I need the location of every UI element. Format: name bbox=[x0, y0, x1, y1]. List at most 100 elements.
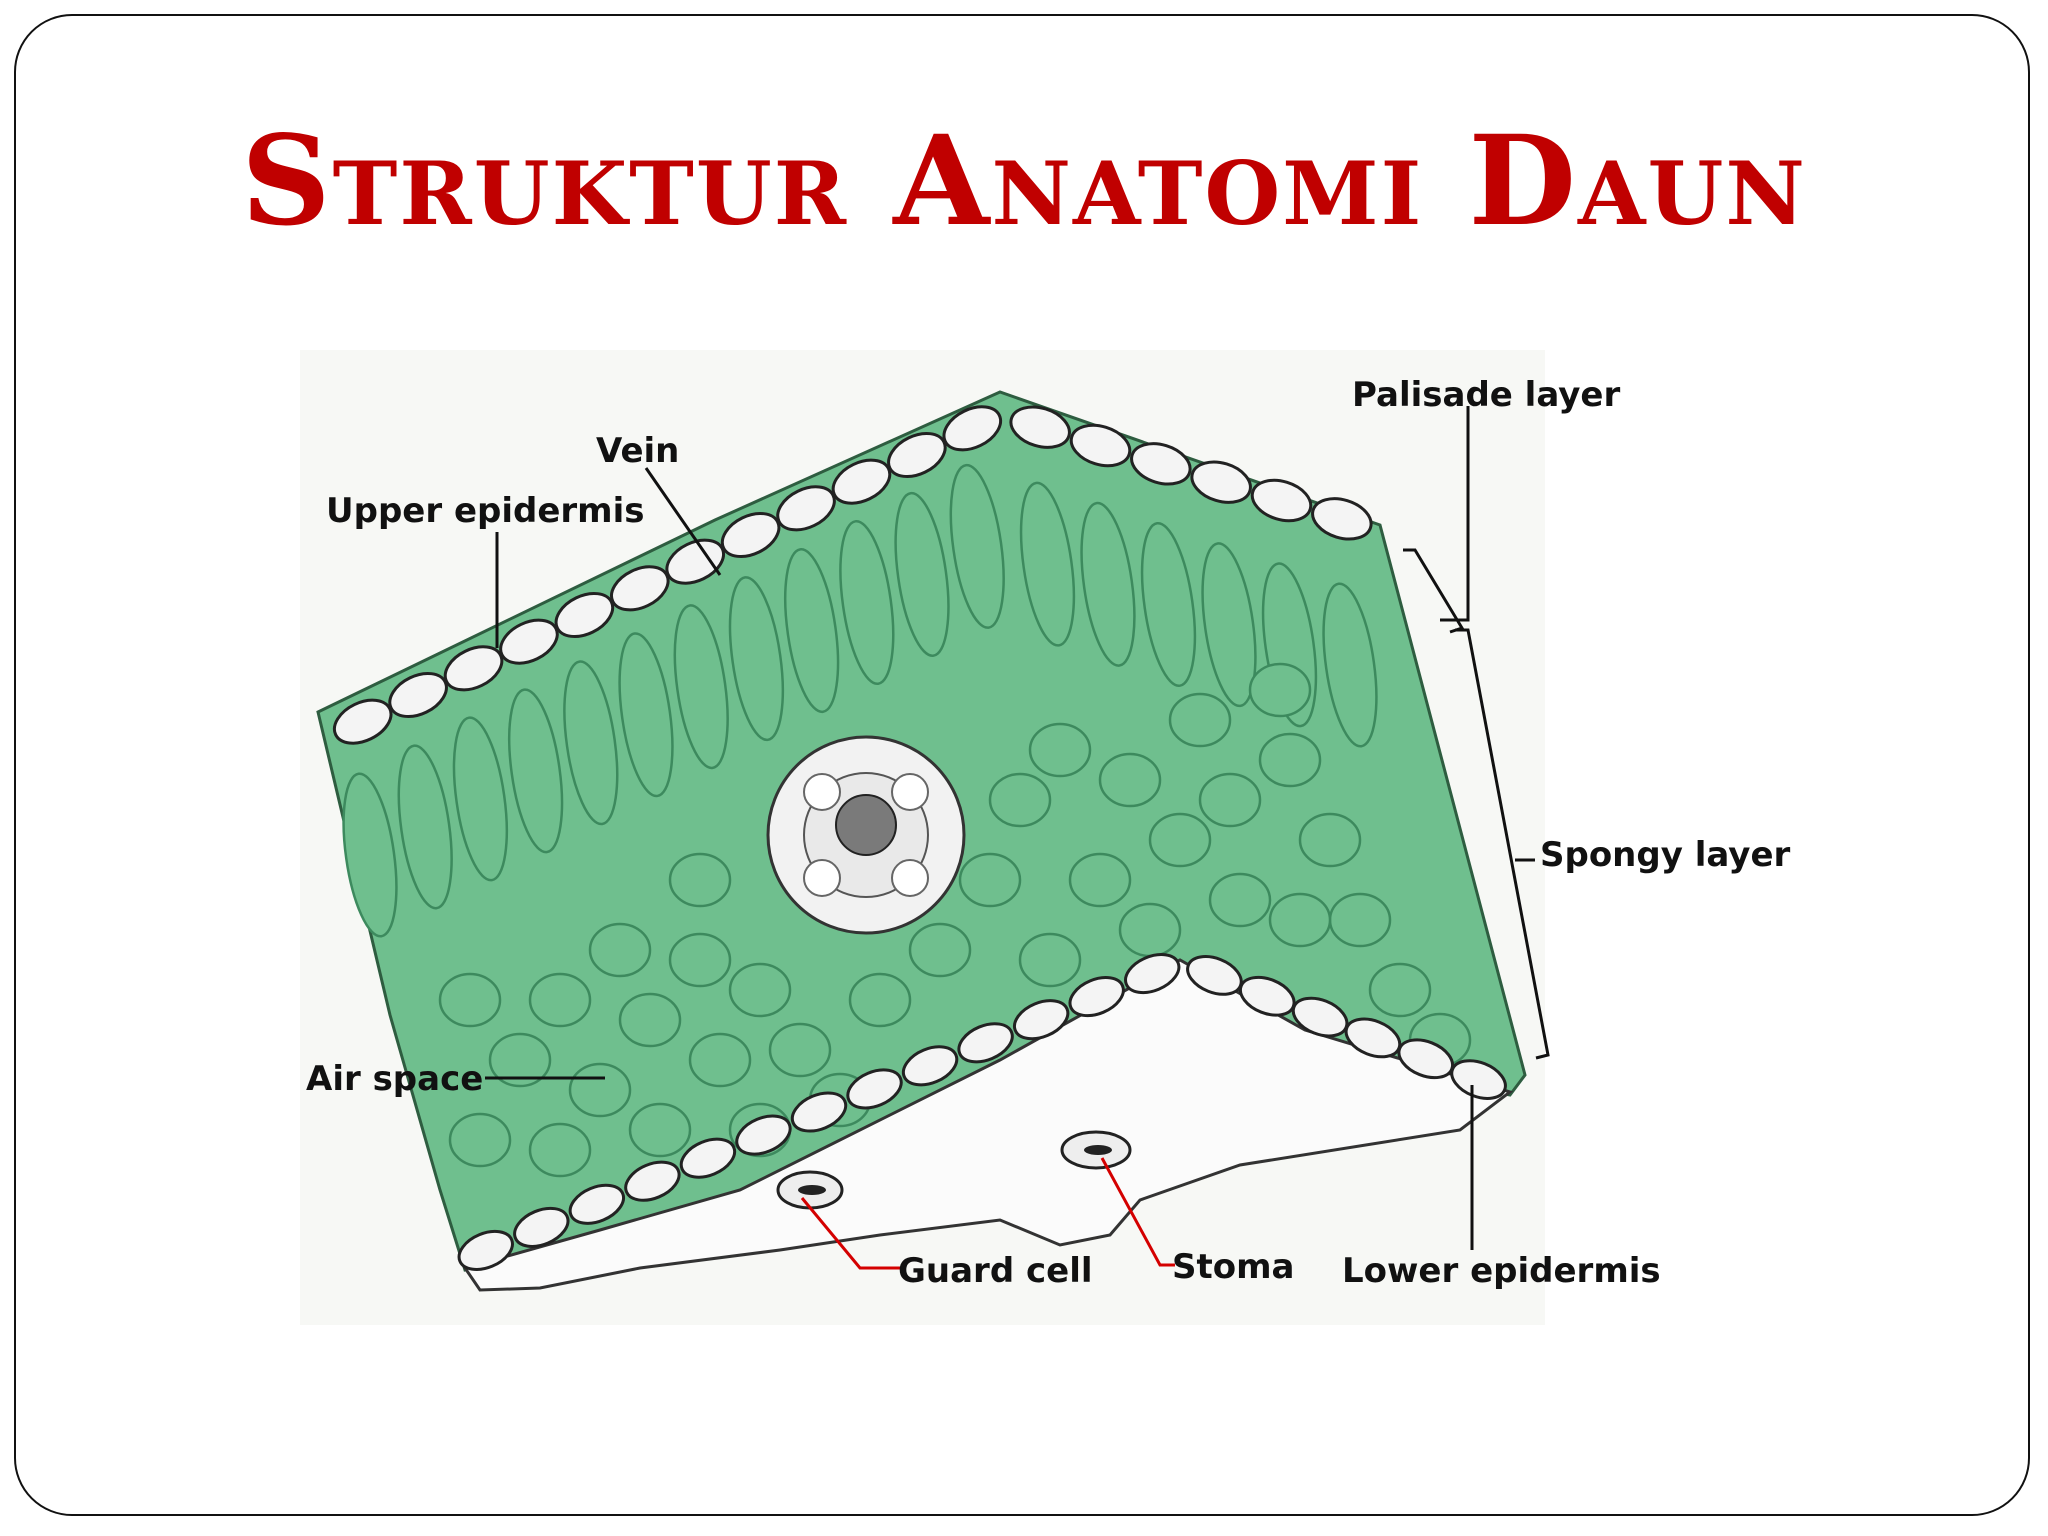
diagram-labels: Vein Upper epidermis Palisade layer Spon… bbox=[306, 375, 1791, 1291]
palisade-cell bbox=[1080, 501, 1136, 667]
vein-cell bbox=[891, 859, 929, 897]
palisade-cell bbox=[563, 660, 619, 826]
label-spongy-layer: Spongy layer bbox=[1540, 835, 1791, 875]
spongy-cell bbox=[1198, 772, 1262, 828]
layer-brackets bbox=[1403, 548, 1550, 1060]
lower-epidermis-cell bbox=[1012, 999, 1070, 1041]
palisade-cell bbox=[507, 688, 564, 854]
spongy-cell bbox=[1098, 752, 1162, 808]
spongy-cell bbox=[1018, 932, 1082, 988]
spongy-cells bbox=[438, 662, 1472, 1178]
lower-epidermis-cell bbox=[901, 1045, 959, 1087]
stoma-pore bbox=[1084, 1145, 1112, 1155]
lower-epidermis-cell bbox=[790, 1091, 848, 1133]
palisade-cell bbox=[618, 632, 674, 798]
spongy-cell bbox=[528, 972, 592, 1028]
spongy-cell bbox=[768, 1022, 832, 1078]
palisade-cell bbox=[1140, 521, 1197, 688]
upper-epidermis-cell bbox=[1190, 460, 1252, 504]
pointer-lines bbox=[485, 406, 1535, 1270]
spongy-cell bbox=[488, 1032, 552, 1088]
vein-cell bbox=[803, 773, 841, 811]
palisade-cell bbox=[1201, 542, 1257, 708]
palisade-pointer bbox=[1440, 406, 1470, 622]
palisade-cell bbox=[894, 491, 950, 657]
spongy-cell bbox=[1368, 962, 1432, 1018]
spongy-cell bbox=[668, 852, 732, 908]
palisade-cell bbox=[1019, 481, 1076, 647]
spongy-cell bbox=[988, 772, 1052, 828]
spongy-cell bbox=[1028, 722, 1092, 778]
spongy-cell bbox=[1168, 692, 1232, 748]
spongy-cell bbox=[528, 1122, 592, 1178]
upper-epidermis-cell bbox=[1069, 423, 1132, 468]
spongy-cell bbox=[1268, 892, 1332, 948]
palisade-cell bbox=[949, 463, 1005, 629]
label-lower-epidermis: Lower epidermis bbox=[1342, 1251, 1661, 1291]
spongy-cell bbox=[1248, 662, 1312, 718]
label-vein: Vein bbox=[596, 431, 679, 471]
lower-epidermis-cell bbox=[846, 1068, 903, 1110]
spongy-cell bbox=[908, 922, 972, 978]
spongy-cell bbox=[728, 962, 792, 1018]
guard-cell-pointer bbox=[800, 1197, 900, 1270]
slide-title: Struktur Anatomi Daun bbox=[241, 109, 1807, 254]
lower-epidermis-cell bbox=[624, 1160, 681, 1202]
spongy-bracket bbox=[1455, 628, 1550, 1060]
label-guard-cell: Guard cell bbox=[898, 1251, 1093, 1291]
lower-epidermis-cell bbox=[568, 1183, 626, 1225]
upper-epidermis-cells bbox=[332, 405, 1373, 745]
palisade-cell bbox=[452, 716, 509, 882]
lower-surface bbox=[462, 958, 1514, 1292]
palisade-cell bbox=[1322, 582, 1378, 748]
vein-pointer bbox=[644, 467, 722, 576]
label-palisade-layer: Palisade layer bbox=[1352, 375, 1620, 415]
lower-epidermis-cell bbox=[457, 1229, 514, 1271]
stoma-pore bbox=[798, 1185, 826, 1195]
spongy-cell bbox=[1148, 812, 1212, 868]
palisade-cells bbox=[342, 463, 1378, 938]
spongy-cell bbox=[668, 932, 732, 988]
vein-cell bbox=[803, 859, 841, 897]
lower-epidermis-cell bbox=[513, 1206, 570, 1248]
spongy-cell bbox=[438, 972, 502, 1028]
upper-epidermis-cell bbox=[1009, 405, 1071, 449]
spongy-cell bbox=[618, 992, 682, 1048]
spongy-cell bbox=[848, 972, 912, 1028]
lower-epidermis-cell bbox=[1124, 953, 1181, 995]
lower-epidermis-cell bbox=[735, 1114, 792, 1156]
spongy-cell bbox=[1118, 902, 1182, 958]
spongy-cell bbox=[688, 1032, 752, 1088]
spongy-cell bbox=[1068, 852, 1132, 908]
palisade-cell bbox=[342, 772, 398, 938]
upper-epidermis-cell bbox=[942, 405, 1003, 452]
spongy-cell bbox=[1298, 812, 1362, 868]
spongy-cell bbox=[1208, 872, 1272, 928]
upper-epidermis-cell bbox=[1311, 497, 1373, 541]
palisade-cell bbox=[784, 548, 840, 714]
palisade-cell bbox=[728, 576, 785, 742]
vein-cell bbox=[891, 773, 929, 811]
palisade-cell bbox=[839, 519, 895, 686]
label-air-space: Air space bbox=[306, 1059, 483, 1099]
stoma-pointer bbox=[1100, 1157, 1175, 1267]
lower-epidermis-cell bbox=[679, 1137, 737, 1179]
spongy-cell bbox=[1328, 892, 1392, 948]
lower-epidermis-cell bbox=[957, 1022, 1014, 1064]
label-upper-epidermis: Upper epidermis bbox=[326, 491, 644, 531]
stomata bbox=[776, 1130, 1132, 1210]
spongy-cell bbox=[958, 852, 1022, 908]
vein-bundle bbox=[766, 735, 966, 935]
lower-epidermis-cells bbox=[457, 953, 1507, 1271]
vein-core bbox=[835, 794, 897, 856]
spongy-cell bbox=[628, 1102, 692, 1158]
lower-epidermis-cell bbox=[1068, 976, 1125, 1018]
upper-epidermis-cell bbox=[1250, 478, 1313, 523]
spongy-cell bbox=[568, 1062, 632, 1118]
spongy-cell bbox=[448, 1112, 512, 1168]
palisade-cell bbox=[673, 604, 729, 770]
label-stoma: Stoma bbox=[1172, 1247, 1294, 1287]
palisade-cell bbox=[397, 744, 453, 910]
upper-epidermis-cell bbox=[1130, 442, 1192, 486]
